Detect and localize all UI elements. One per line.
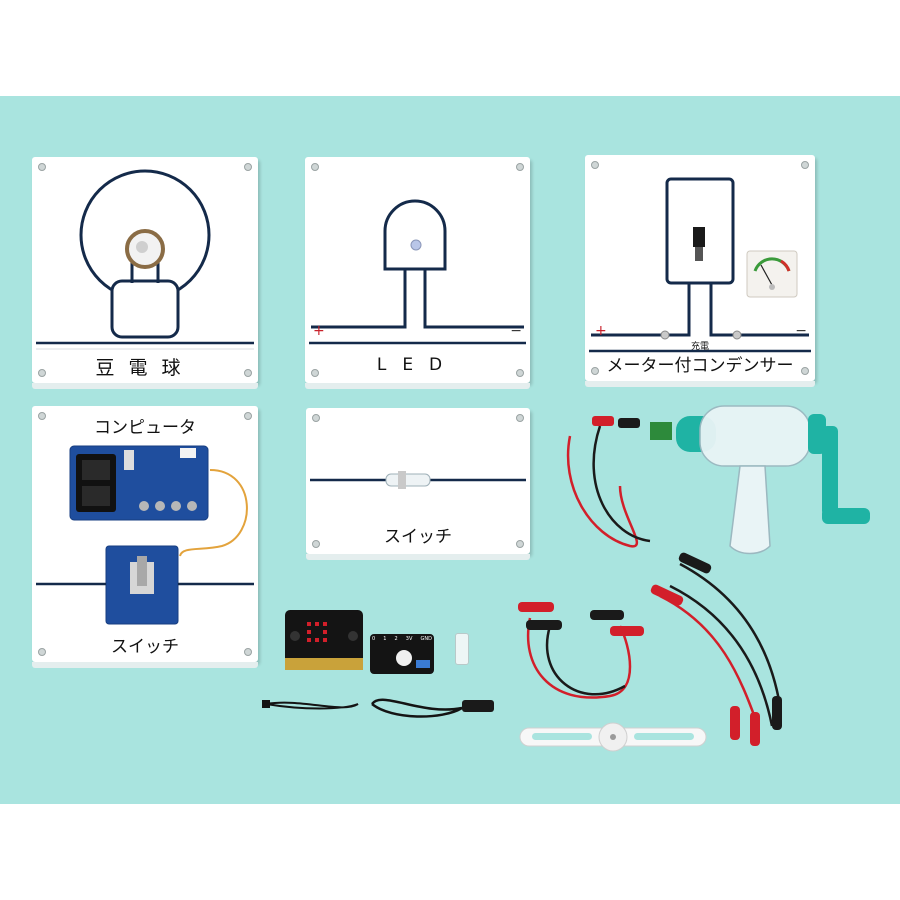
capacitor-board: + − 充電 メーター付コンデンサー <box>585 155 815 387</box>
sensor-pin-3v: 3V <box>405 636 413 642</box>
capacitor-circuit-diagram <box>589 177 811 353</box>
motion-sensor-board <box>370 634 434 674</box>
led-board-label: LED <box>376 355 459 375</box>
capacitor-minus-sign: − <box>795 323 807 339</box>
microcontroller-board <box>285 610 363 670</box>
capacitor-board-label: メーター付コンデンサー <box>606 356 794 376</box>
switch-board: スイッチ <box>306 408 530 560</box>
led-minus-sign: − <box>510 323 522 339</box>
bulb-board-label: 豆電球 <box>95 357 195 379</box>
sensor-pin-1: 1 <box>383 636 387 642</box>
computer-board-title: コンピュータ <box>94 418 196 438</box>
sensor-pin-labels: 0 1 2 3V GND <box>372 636 432 642</box>
capacitor-plus-sign: + <box>595 323 607 339</box>
sensor-pin-gnd: GND <box>420 636 432 642</box>
led-circuit-diagram <box>309 199 526 345</box>
product-photo: 豆電球 + − LED <box>0 96 900 804</box>
led-board: + − LED <box>305 157 530 389</box>
alligator-clip-leads <box>518 552 782 746</box>
bulb-board: 豆電球 <box>32 157 258 389</box>
capacitor-charge-label: 充電 <box>690 342 709 352</box>
usb-cables <box>262 698 494 718</box>
hand-crank-generator <box>566 405 870 555</box>
led-plus-sign: + <box>313 323 325 339</box>
clear-tube <box>455 633 469 665</box>
switch-circuit-diagram <box>310 471 526 489</box>
bulb-circuit-diagram <box>36 169 254 350</box>
switch-board-label: スイッチ <box>384 527 452 547</box>
white-bracket <box>519 722 707 752</box>
computer-board-parts <box>36 445 254 625</box>
sensor-pin-0: 0 <box>372 636 376 642</box>
sensor-pin-2: 2 <box>394 636 398 642</box>
computer-board-switch-label: スイッチ <box>111 637 179 657</box>
computer-board: コンピュータ スイッチ <box>32 406 258 668</box>
